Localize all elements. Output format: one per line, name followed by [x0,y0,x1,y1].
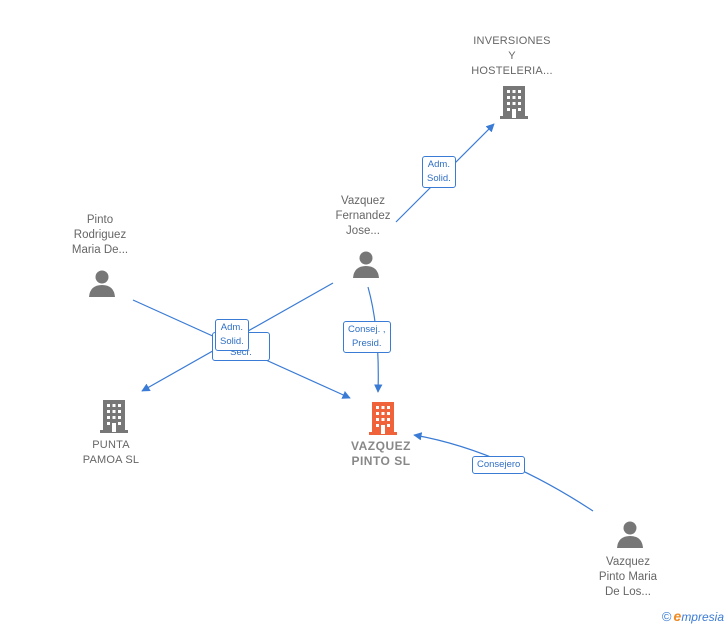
inversiones-building-icon[interactable] [498,84,530,120]
punta-pamoa-building-icon[interactable] [98,398,130,434]
pinto-rodriguez-person-icon[interactable] [87,268,117,298]
edge-label-adm-solid-punta: Adm. Solid. [215,319,249,351]
vazquez-pinto-sl-label[interactable]: VAZQUEZ PINTO SL [351,439,411,468]
vazquez-fernandez-person-icon[interactable] [351,249,381,279]
empresia-brand-logo[interactable]: ©empresia [662,608,724,624]
inversiones-label[interactable]: INVERSIONES Y HOSTELERIA... [471,35,553,77]
edge-label-consejero: Consejero [472,456,526,474]
vazquez-pinto-maria-person-icon[interactable] [615,519,645,549]
edge-label-consej-presid: Consej. , Presid. [343,321,391,353]
brand-e: e [673,608,682,624]
vazquez-fernandez-label[interactable]: Vazquez Fernandez Jose... [335,195,391,237]
vazquez-pinto-maria-label[interactable]: Vazquez Pinto Maria De Los... [598,556,658,598]
brand-name: mpresia [681,610,724,624]
punta-pamoa-label[interactable]: PUNTA PAMOA SL [82,439,140,466]
pinto-rodriguez-label[interactable]: Pinto Rodriguez Maria De... [71,214,129,256]
edge-label-adm-solid-inversiones: Adm. Solid. [422,156,456,188]
copyright-symbol: © [661,609,672,624]
vazquez-pinto-sl-building-icon[interactable] [367,400,399,436]
